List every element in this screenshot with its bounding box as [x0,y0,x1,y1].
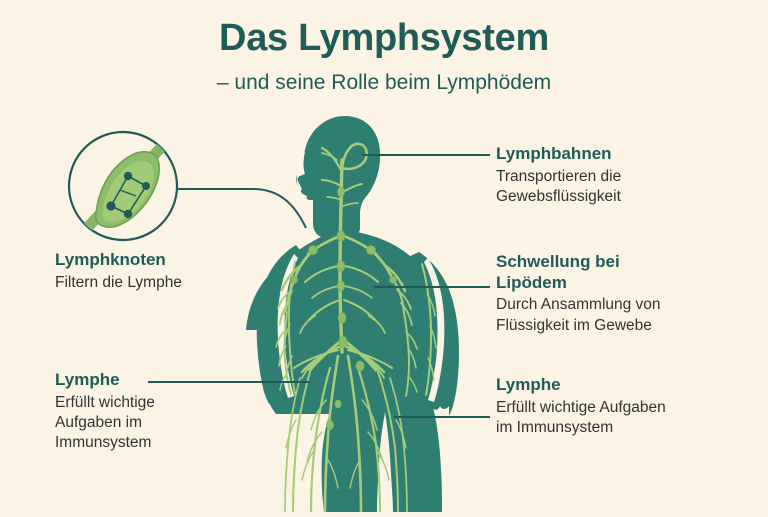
callout-title: Lymphbahnen [496,144,612,163]
callout-lymphbahnen: Lymphbahnen Transportieren die Gewebsflü… [496,144,746,207]
callout-lymphe-left: Lymphe Erfüllt wichtige Aufgaben im Immu… [55,370,275,453]
lymph-vessels [275,142,437,514]
callout-body: Durch Ansammlung von Flüssigkeit im Gewe… [496,296,661,334]
leader-lymphknoten [177,188,307,229]
callout-lipoedem: Schwellung bei Lipödem Durch Ansammlung … [496,252,746,336]
leader-lines [148,154,490,418]
callout-title: Lymphknoten [55,250,166,269]
page-subtitle: – und seine Rolle beim Lymphödem [216,71,552,94]
lymph-node-dots [290,186,397,430]
callout-lymphknoten: Lymphknoten Filtern die Lymphe [55,250,290,293]
callout-title: Lymphe [496,375,561,394]
callout-body: Erfüllt wichtige Aufgaben im Immunsystem [55,393,155,452]
callout-lymphe-right: Lymphe Erfüllt wichtige Aufgaben im Immu… [496,375,751,438]
callout-title: Schwellung bei Lipödem [496,252,620,292]
callout-title: Lymphe [55,370,120,389]
lymph-node-detail-circle [67,130,179,242]
page-title: Das Lymphsystem [219,17,549,59]
callout-body: Filtern die Lymphe [55,273,182,291]
callout-body: Erfüllt wichtige Aufgaben im Immunsystem [496,398,666,436]
callout-body: Transportieren die Gewebsflüssigkeit [496,167,622,205]
body-figure [246,116,459,512]
